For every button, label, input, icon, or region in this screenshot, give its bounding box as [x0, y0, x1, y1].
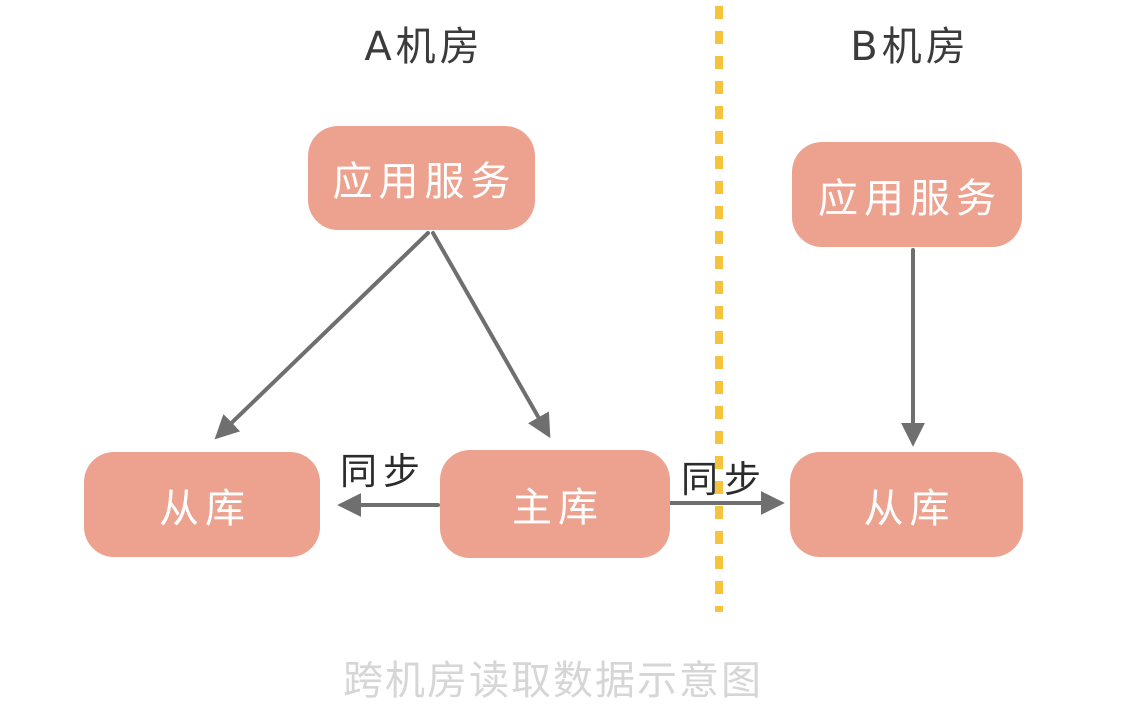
zone-b-title: B机房 — [850, 24, 970, 70]
arrow-app-a-to-master-a — [431, 231, 551, 439]
sync-label-left: 同步 — [340, 450, 426, 493]
zone-a-title: A机房 — [364, 24, 484, 70]
sync-label-right: 同步 — [681, 458, 767, 501]
node-slave-db-b: 从库 — [790, 452, 1023, 557]
node-app-service-b: 应用服务 — [792, 142, 1022, 247]
diagram-caption: 跨机房读取数据示意图 — [343, 658, 763, 704]
node-app-service-a: 应用服务 — [308, 126, 535, 230]
arrow-app-a-to-slave-a — [214, 231, 430, 440]
node-master-db-a: 主库 — [440, 450, 670, 558]
node-slave-db-a: 从库 — [84, 452, 320, 557]
